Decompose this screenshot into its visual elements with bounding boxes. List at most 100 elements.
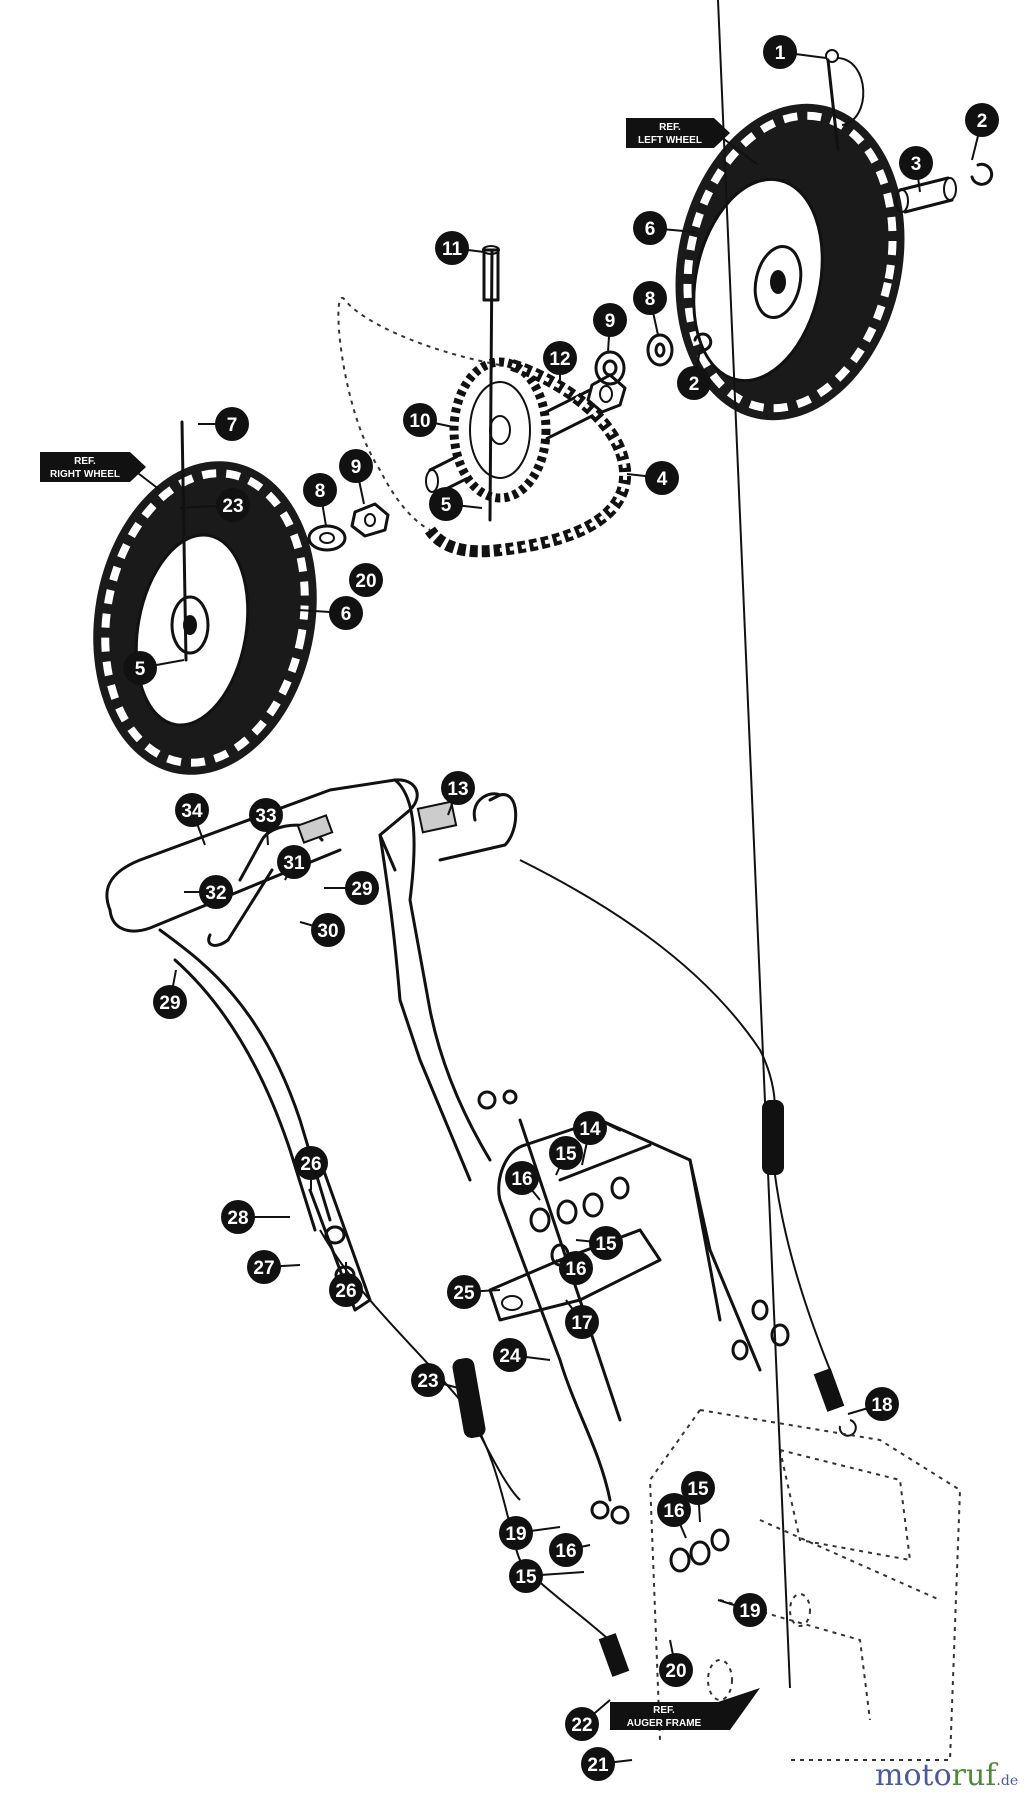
callout-marker <box>249 798 283 832</box>
callout-marker <box>247 1250 281 1284</box>
callout-marker <box>509 1559 543 1593</box>
callout-c29a: 29 <box>324 871 379 905</box>
callout-number: 29 <box>351 879 372 900</box>
callout-marker <box>175 793 209 827</box>
svg-text:REF.: REF. <box>659 122 681 133</box>
callout-c16b: 16 <box>555 1251 593 1285</box>
svg-text:motoruf.de: motoruf.de <box>875 1758 1018 1793</box>
callout-number: 12 <box>549 349 570 370</box>
callout-number: 24 <box>499 1346 521 1367</box>
callout-c3: 3 <box>899 146 933 193</box>
callout-number: 27 <box>253 1258 274 1279</box>
callout-number: 19 <box>739 1601 760 1622</box>
callout-marker <box>345 871 379 905</box>
callout-c21: 21 <box>581 1747 633 1781</box>
callout-marker <box>565 1707 599 1741</box>
callout-c9a: 9 <box>593 303 627 353</box>
callout-number: 15 <box>515 1567 537 1588</box>
callout-c15d: 15 <box>509 1559 585 1593</box>
callout-marker <box>349 563 383 597</box>
axle-washers-right <box>594 332 713 386</box>
callout-marker <box>429 487 463 521</box>
callout-number: 9 <box>605 311 616 332</box>
hitch-pin <box>825 49 865 152</box>
callout-c10: 10 <box>403 403 459 437</box>
axle-bolt <box>482 245 500 522</box>
callout-marker <box>565 1305 599 1339</box>
callout-number: 13 <box>447 779 468 800</box>
callout-marker <box>153 985 187 1019</box>
callout-c15b: 15 <box>575 1226 623 1260</box>
callout-number: 30 <box>317 921 338 942</box>
watermark: motoruf.de <box>875 1758 1018 1793</box>
callout-c31: 31 <box>277 845 311 881</box>
callout-c1: 1 <box>763 35 827 69</box>
handle-upper <box>105 778 492 1232</box>
callout-marker <box>329 1273 363 1307</box>
callout-marker <box>543 341 577 375</box>
callout-marker <box>633 281 667 315</box>
callout-c5a: 5 <box>429 487 483 521</box>
ref-left-wheel-label: REF. LEFT WHEEL <box>626 118 759 166</box>
callout-number: 7 <box>227 415 238 436</box>
callout-number: 14 <box>579 1119 601 1140</box>
callout-c20b: 20 <box>659 1639 693 1687</box>
callout-marker <box>657 1493 691 1527</box>
callout-marker <box>216 488 250 522</box>
callout-number: 6 <box>645 219 656 240</box>
callout-marker <box>329 596 363 630</box>
callout-number: 8 <box>315 481 326 502</box>
callout-number: 16 <box>511 1169 532 1190</box>
callout-number: 22 <box>571 1715 592 1736</box>
callout-number: 20 <box>355 571 376 592</box>
svg-text:AUGER FRAME: AUGER FRAME <box>627 1718 702 1729</box>
callout-marker <box>499 1516 533 1550</box>
callout-c26b: 26 <box>329 1262 363 1307</box>
callout-marker <box>865 1387 899 1421</box>
callout-c2b: 2 <box>677 349 711 400</box>
callout-c18: 18 <box>847 1387 899 1421</box>
callout-number: 26 <box>300 1154 321 1175</box>
handle-right-tube <box>438 792 518 862</box>
callout-number: 9 <box>351 457 362 478</box>
callout-c19b: 19 <box>717 1593 767 1627</box>
svg-text:REF.: REF. <box>74 456 96 467</box>
right-wheel <box>93 420 317 775</box>
callout-marker <box>593 303 627 337</box>
callout-marker <box>435 231 469 265</box>
callout-c11: 11 <box>435 231 485 265</box>
callout-c6a: 6 <box>633 211 696 245</box>
callout-marker <box>965 103 999 137</box>
callout-number: 23 <box>222 496 243 517</box>
callout-c6b: 6 <box>297 596 363 630</box>
callout-number: 34 <box>181 801 203 822</box>
callout-marker <box>303 473 337 507</box>
axle-hub-nut <box>586 373 627 414</box>
callout-marker <box>311 913 345 947</box>
callout-number: 11 <box>442 239 463 260</box>
callout-number: 31 <box>283 853 305 874</box>
callout-number: 19 <box>505 1524 526 1545</box>
callout-number: 20 <box>665 1661 686 1682</box>
callout-marker <box>573 1111 607 1145</box>
callout-c19a: 19 <box>499 1516 561 1550</box>
ref-right-wheel-label: REF. RIGHT WHEEL <box>40 452 161 491</box>
callout-c13: 13 <box>441 771 475 816</box>
e-ring-top <box>970 162 994 186</box>
callout-c7: 7 <box>198 407 249 441</box>
hardware-stack-lower <box>590 1299 790 1573</box>
callout-number: 17 <box>571 1313 592 1334</box>
callout-c15a: 15 <box>549 1136 583 1176</box>
callout-marker <box>294 1146 328 1180</box>
callout-number: 16 <box>663 1501 684 1522</box>
svg-text:RIGHT WHEEL: RIGHT WHEEL <box>50 469 120 480</box>
callout-c29b: 29 <box>153 969 187 1019</box>
callout-marker <box>123 651 157 685</box>
svg-text:REF.: REF. <box>653 1705 675 1716</box>
callout-number: 33 <box>255 806 276 827</box>
callout-c8b: 8 <box>303 473 337 527</box>
callout-marker <box>221 1200 255 1234</box>
callout-number: 28 <box>227 1208 248 1229</box>
callout-c14: 14 <box>573 1111 607 1166</box>
